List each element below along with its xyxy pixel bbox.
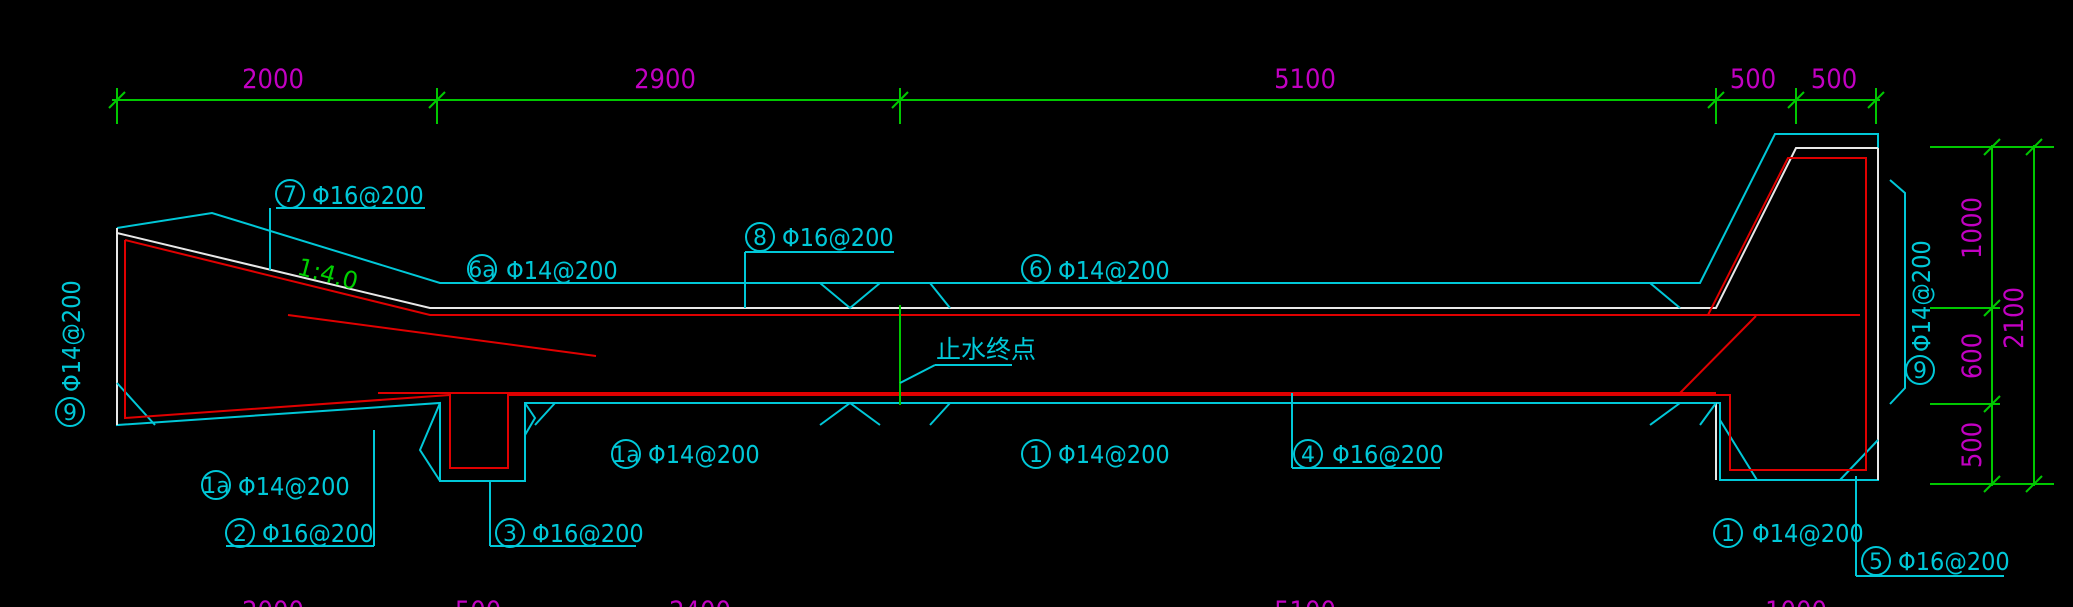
callout-6a[interactable]: 6a Φ14@200	[467, 254, 618, 285]
concrete-section-outline	[116, 133, 1906, 482]
dim-top-2: 2900	[634, 64, 696, 95]
svg-text:Φ14@200: Φ14@200	[1058, 256, 1170, 285]
dim-right-500: 500	[1957, 422, 1988, 468]
callout-8[interactable]: 8 Φ16@200	[744, 222, 894, 308]
svg-text:Φ14@200: Φ14@200	[506, 256, 618, 285]
callout-3[interactable]: 3 Φ16@200	[489, 480, 644, 548]
svg-text:1000: 1000	[1765, 596, 1827, 607]
dim-top-4: 500	[1730, 64, 1776, 95]
callout-5[interactable]: 5 Φ16@200	[1855, 476, 2010, 577]
svg-text:2: 2	[233, 522, 247, 547]
svg-text:Φ14@200: Φ14@200	[1907, 240, 1936, 352]
callout-1a-left[interactable]: 1a Φ14@200	[201, 470, 350, 501]
svg-text:2000: 2000	[242, 596, 304, 607]
dim-top-1: 2000	[242, 64, 304, 95]
waterstop-leader	[899, 364, 936, 384]
svg-text:Φ14@200: Φ14@200	[238, 472, 350, 501]
waterstop-label: 止水终点	[936, 335, 1036, 364]
svg-text:3: 3	[503, 522, 517, 547]
callout-9-right[interactable]: 9 Φ14@200	[1905, 240, 1936, 385]
svg-text:Φ16@200: Φ16@200	[262, 519, 374, 548]
dim-top-3: 5100	[1274, 64, 1336, 95]
svg-text:7: 7	[283, 183, 297, 208]
callout-9-left[interactable]: 9 Φ14@200	[55, 280, 86, 427]
svg-text:4: 4	[1301, 443, 1315, 468]
svg-text:2400: 2400	[669, 596, 731, 607]
dim-right-1000: 1000	[1957, 197, 1988, 259]
svg-text:Φ14@200: Φ14@200	[648, 440, 760, 469]
callout-2[interactable]: 2 Φ16@200	[225, 430, 375, 548]
callout-7[interactable]: 7 Φ16@200	[269, 179, 425, 270]
svg-text:1: 1	[1029, 443, 1043, 468]
svg-text:5: 5	[1869, 550, 1883, 575]
rebar-callouts: 7 Φ16@200 8 Φ16@200 6a Φ14@200 6 Φ14@200…	[55, 179, 2010, 577]
dim-top-5: 500	[1811, 64, 1857, 95]
callout-1-right[interactable]: 1 Φ14@200	[1713, 518, 1864, 548]
callout-1-mid[interactable]: 1 Φ14@200	[1021, 439, 1170, 469]
svg-text:8: 8	[753, 226, 767, 251]
callout-1a-mid[interactable]: 1a Φ14@200	[611, 439, 760, 469]
right-dimension-chain: 1000 600 500 2100	[1930, 138, 2054, 493]
svg-text:Φ16@200: Φ16@200	[532, 519, 644, 548]
dim-right-2100: 2100	[1999, 287, 2030, 349]
bottom-dimensions-partial: 2000 500 2400 5100 1000	[242, 596, 1827, 607]
callout-4[interactable]: 4 Φ16@200	[1291, 393, 1444, 469]
svg-text:Φ14@200: Φ14@200	[1752, 519, 1864, 548]
svg-text:1: 1	[1721, 522, 1735, 547]
svg-text:Φ16@200: Φ16@200	[1898, 547, 2010, 576]
svg-text:6a: 6a	[468, 258, 495, 283]
callout-6[interactable]: 6 Φ14@200	[1021, 254, 1170, 285]
svg-text:Φ16@200: Φ16@200	[782, 223, 894, 252]
svg-text:Φ14@200: Φ14@200	[57, 280, 86, 392]
rebar-layout	[124, 157, 1867, 471]
top-dimension-chain: 2000 2900 5100 500 500	[108, 64, 1885, 124]
svg-text:500: 500	[455, 596, 501, 607]
svg-text:9: 9	[1913, 359, 1927, 384]
svg-text:Φ16@200: Φ16@200	[1332, 440, 1444, 469]
svg-text:Φ16@200: Φ16@200	[312, 181, 424, 210]
svg-text:9: 9	[63, 401, 77, 426]
svg-text:6: 6	[1029, 258, 1043, 283]
svg-text:5100: 5100	[1274, 596, 1336, 607]
svg-text:1a: 1a	[202, 474, 229, 499]
dim-right-600: 600	[1957, 333, 1988, 379]
svg-text:1a: 1a	[612, 443, 639, 468]
svg-text:Φ14@200: Φ14@200	[1058, 440, 1170, 469]
